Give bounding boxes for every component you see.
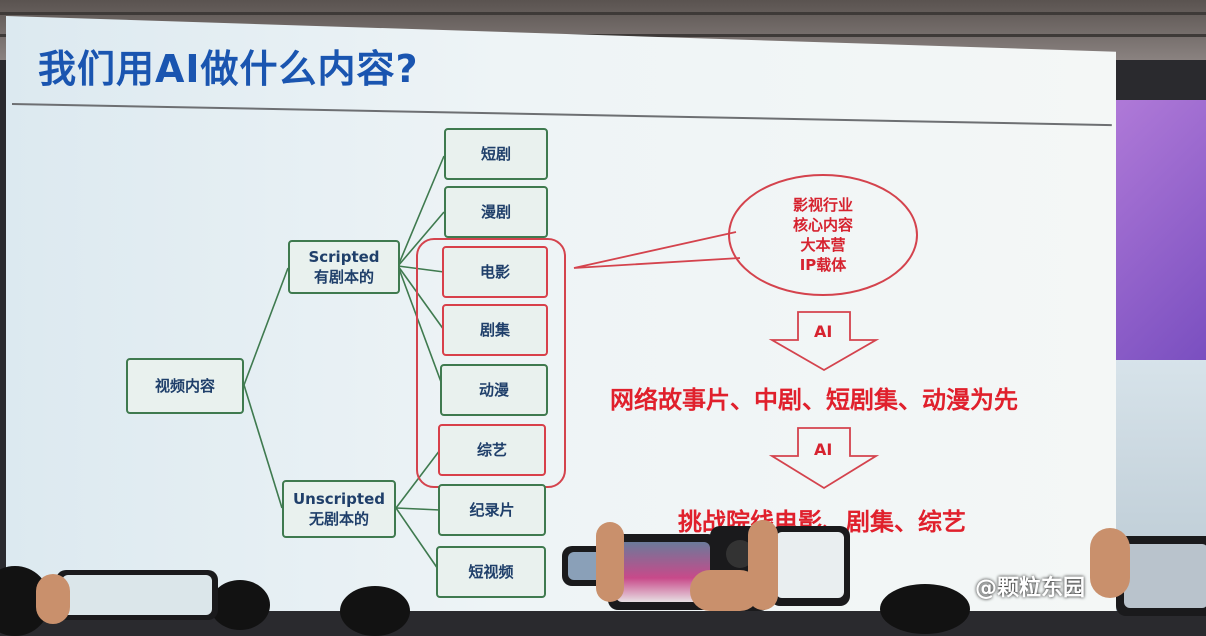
root-node: 视频内容 — [126, 358, 244, 414]
connector-scripted-duanju — [397, 155, 445, 267]
leaf-node: 短剧 — [444, 128, 548, 180]
leaf-label: 短视频 — [468, 563, 514, 581]
connector-scripted-dongman — [397, 265, 445, 391]
audience-phone — [56, 570, 218, 620]
audience-head — [880, 584, 970, 634]
branch-scripted-subtitle: 有剧本的 — [313, 268, 374, 286]
leaf-node: 纪录片 — [438, 484, 546, 536]
bubble-line: 核心内容 — [792, 216, 853, 234]
audience-head — [340, 586, 410, 636]
branch-unscripted: Unscripted 无剧本的 — [282, 480, 396, 538]
branch-unscripted-title: Unscripted — [292, 490, 386, 508]
arrow-label-ai: AI — [814, 322, 833, 341]
branch-unscripted-subtitle: 无剧本的 — [308, 510, 369, 528]
hand — [596, 522, 624, 602]
hand — [1090, 528, 1130, 598]
leaf-node-highlighted: 剧集 — [442, 304, 548, 356]
branch-scripted-title: Scripted — [308, 248, 380, 266]
connector-scripted-dianying — [397, 265, 445, 273]
leaf-node: 短视频 — [436, 546, 546, 598]
leaf-label: 漫剧 — [480, 203, 511, 221]
step1-text: 网络故事片、中剧、短剧集、动漫为先 — [610, 386, 1018, 414]
leaf-node-highlighted: 电影 — [442, 246, 548, 298]
leaf-node-highlighted: 动漫 — [440, 364, 548, 416]
leaf-node-highlighted: 综艺 — [438, 424, 546, 476]
audience-head — [210, 580, 270, 630]
phone-screen — [62, 575, 212, 615]
branch-scripted: Scripted 有剧本的 — [288, 240, 400, 294]
hand — [690, 570, 760, 611]
root-node-label: 视频内容 — [154, 377, 215, 395]
leaf-label: 剧集 — [479, 321, 510, 339]
leaf-label: 电影 — [479, 263, 510, 281]
connector-unscripted-jilupian — [395, 507, 441, 511]
slide-title: 我们用AI做什么内容? — [38, 47, 419, 91]
leaf-node: 漫剧 — [444, 186, 548, 238]
connector-scripted-manju — [397, 211, 445, 267]
bubble-line: 影视行业 — [792, 196, 853, 214]
leaf-label: 短剧 — [480, 145, 511, 163]
connector-scripted-juji — [397, 265, 445, 331]
bubble-pointer — [573, 231, 741, 269]
bubble-line: 大本营 — [800, 236, 846, 254]
down-arrow-2 — [768, 427, 880, 490]
leaf-label: 纪录片 — [469, 501, 515, 519]
bubble-line: IP载体 — [799, 256, 847, 274]
hand — [36, 574, 70, 624]
audience-phone — [1116, 536, 1206, 616]
connector-root-unscripted — [243, 384, 283, 509]
leaf-label: 综艺 — [476, 441, 507, 459]
ceiling-beam — [0, 12, 1206, 15]
down-arrow-1 — [768, 311, 880, 372]
phone-screen — [776, 532, 844, 598]
callout-bubble: 影视行业 核心内容 大本营 IP载体 — [728, 174, 918, 296]
watermark: @颗粒东园 — [975, 576, 1086, 601]
audience-phone — [770, 526, 850, 606]
arrow-label-ai: AI — [814, 440, 833, 459]
side-led-screen — [1110, 100, 1206, 360]
connector-unscripted-duanshipin — [395, 507, 441, 573]
leaf-label: 动漫 — [478, 381, 509, 399]
connector-root-scripted — [243, 267, 289, 386]
tree-connectors — [243, 155, 880, 573]
phone-screen — [1124, 544, 1206, 608]
